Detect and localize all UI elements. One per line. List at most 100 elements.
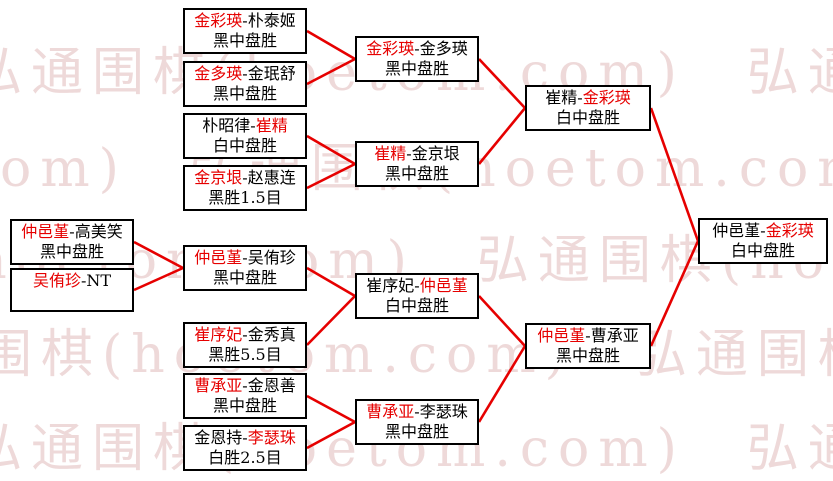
connector-line	[477, 345, 527, 423]
player-name: 曹承亚	[366, 402, 415, 421]
player-name: 曹承亚	[194, 376, 243, 395]
connector-line	[306, 295, 356, 346]
match-box-sf-2: 仲邑堇-曹承亚 黑中盘胜	[525, 323, 651, 369]
player-name: 金彩瑛	[765, 221, 814, 240]
vs-dash: -	[585, 326, 591, 345]
player-name: 吴侑珍	[32, 271, 81, 290]
connector-line	[306, 420, 356, 450]
vs-dash: -	[250, 116, 256, 135]
match-result: 黑中盘胜	[39, 242, 104, 261]
match-box-r1-1: 金彩瑛-朴泰姬 黑中盘胜	[183, 8, 307, 54]
player-name: 朴泰姬	[247, 11, 296, 30]
player-name: 朴昭律	[202, 116, 251, 135]
player-name: 金恩善	[247, 376, 296, 395]
match-players: 崔精-金京垠	[357, 144, 477, 164]
match-box-final: 仲邑堇-金彩瑛 白中盘胜	[698, 218, 828, 264]
match-players: 金恩持-李瑟珠	[185, 428, 305, 448]
vs-dash: -	[242, 248, 248, 267]
match-players: 金多瑛-金珉舒	[185, 64, 305, 84]
player-name: 赵惠连	[247, 168, 296, 187]
match-box-r1-7: 曹承亚-金恩善 黑中盘胜	[183, 373, 307, 419]
connector-line	[649, 240, 700, 347]
match-box-r1-4: 金京垠-赵惠连 黑胜1.5目	[183, 165, 307, 211]
match-box-qf-3: 崔序妃-仲邑堇 白中盘胜	[355, 273, 479, 319]
match-box-prelim-1: 仲邑堇-高美笑 黑中盘胜	[10, 219, 134, 265]
vs-dash: -	[69, 222, 75, 241]
vs-dash: -	[242, 325, 248, 344]
match-box-r1-3: 朴昭律-崔精 白中盘胜	[183, 113, 307, 159]
match-result: 白中盘胜	[555, 108, 620, 127]
player-name: NT	[86, 271, 112, 290]
connector-line	[306, 29, 356, 61]
match-box-r1-5: 仲邑堇-吴侑珍 黑中盘胜	[183, 245, 307, 291]
player-name: 李瑟珠	[419, 402, 468, 421]
player-name: 金多瑛	[419, 39, 468, 58]
match-result: 黑中盘胜	[384, 422, 449, 441]
vs-dash: -	[242, 168, 248, 187]
player-name: 崔序妃	[194, 325, 243, 344]
connector-line	[306, 162, 356, 190]
player-name: 吴侑珍	[247, 248, 296, 267]
match-result: 白中盘胜	[730, 241, 795, 260]
connector-line	[649, 107, 700, 242]
match-players: 崔序妃-金秀真	[185, 325, 305, 345]
match-players: 崔精-金彩瑛	[527, 88, 649, 108]
match-result: 黑胜5.5目	[208, 345, 282, 364]
match-players: 金彩瑛-金多瑛	[357, 39, 477, 59]
match-players: 仲邑堇-吴侑珍	[185, 248, 305, 268]
connector-line	[133, 240, 184, 270]
connector-line	[306, 134, 356, 166]
match-result: 黑中盘胜	[212, 31, 277, 50]
vs-dash: -	[80, 271, 87, 290]
player-name: 金珉舒	[247, 64, 296, 83]
vs-dash: -	[242, 428, 248, 447]
connector-line	[133, 266, 184, 292]
player-name: 金彩瑛	[582, 88, 631, 107]
player-name: 崔精	[255, 116, 288, 135]
player-name: 金恩持	[194, 428, 243, 447]
player-name: 高美笑	[74, 222, 123, 241]
match-box-r1-6: 崔序妃-金秀真 黑胜5.5目	[183, 322, 307, 368]
player-name: 仲邑堇	[712, 221, 761, 240]
player-name: 曹承亚	[590, 326, 639, 345]
player-name: 仲邑堇	[194, 248, 243, 267]
vs-dash: -	[242, 64, 248, 83]
match-result: 黑中盘胜	[212, 268, 277, 287]
match-box-r1-8: 金恩持-李瑟珠 白胜2.5目	[183, 425, 307, 471]
match-result: 白中盘胜	[212, 136, 277, 155]
match-result: 黑胜1.5目	[208, 188, 282, 207]
player-name: 仲邑堇	[537, 326, 586, 345]
match-players: 曹承亚-金恩善	[185, 376, 305, 396]
connector-line	[477, 107, 527, 165]
connector-line	[306, 266, 356, 298]
connector-line	[478, 58, 526, 109]
vs-dash: -	[414, 276, 420, 295]
match-box-qf-1: 金彩瑛-金多瑛 黑中盘胜	[355, 36, 479, 82]
match-players: 仲邑堇-金彩瑛	[700, 221, 826, 241]
vs-dash: -	[414, 402, 420, 421]
vs-dash: -	[760, 221, 766, 240]
match-box-qf-4: 曹承亚-李瑟珠 黑中盘胜	[355, 399, 479, 445]
match-players: 仲邑堇-曹承亚	[527, 326, 649, 346]
match-result: 黑中盘胜	[212, 84, 277, 103]
match-result: 白中盘胜	[384, 296, 449, 315]
match-box-qf-2: 崔精-金京垠 黑中盘胜	[355, 141, 479, 187]
vs-dash: -	[406, 144, 412, 163]
match-players: 曹承亚-李瑟珠	[357, 402, 477, 422]
player-name: 金秀真	[247, 325, 296, 344]
match-result: 黑中盘胜	[555, 346, 620, 365]
watermark-text: 弘通围棋(hoetom.com) 弘通围棋(hoetom.com) 弘通围棋(h…	[0, 325, 833, 385]
player-name: 崔精	[545, 88, 578, 107]
match-result: 黑中盘胜	[384, 164, 449, 183]
vs-dash: -	[577, 88, 583, 107]
match-players: 吴侑珍-NT	[12, 271, 132, 291]
match-result: 白胜2.5目	[208, 448, 282, 467]
connector-line	[478, 295, 526, 347]
match-players: 金京垠-赵惠连	[185, 168, 305, 188]
match-box-r1-2: 金多瑛-金珉舒 黑中盘胜	[183, 61, 307, 107]
player-name: 崔序妃	[366, 276, 415, 295]
player-name: 金京垠	[194, 168, 243, 187]
vs-dash: -	[242, 11, 248, 30]
vs-dash: -	[414, 39, 420, 58]
